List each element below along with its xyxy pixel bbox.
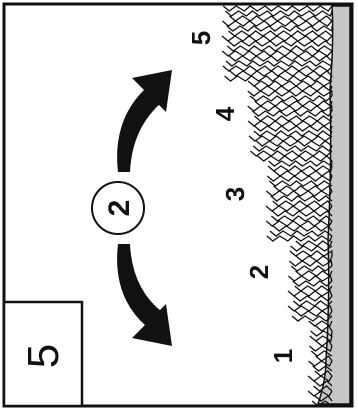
level-label-5: 5 — [186, 31, 216, 45]
box-number: 5 — [19, 344, 68, 368]
switch-number: 2 — [103, 200, 136, 217]
level-label-1: 1 — [268, 349, 298, 363]
level-label-2: 2 — [244, 265, 274, 279]
level-label-4: 4 — [210, 106, 240, 121]
level-label-3: 3 — [220, 187, 250, 201]
